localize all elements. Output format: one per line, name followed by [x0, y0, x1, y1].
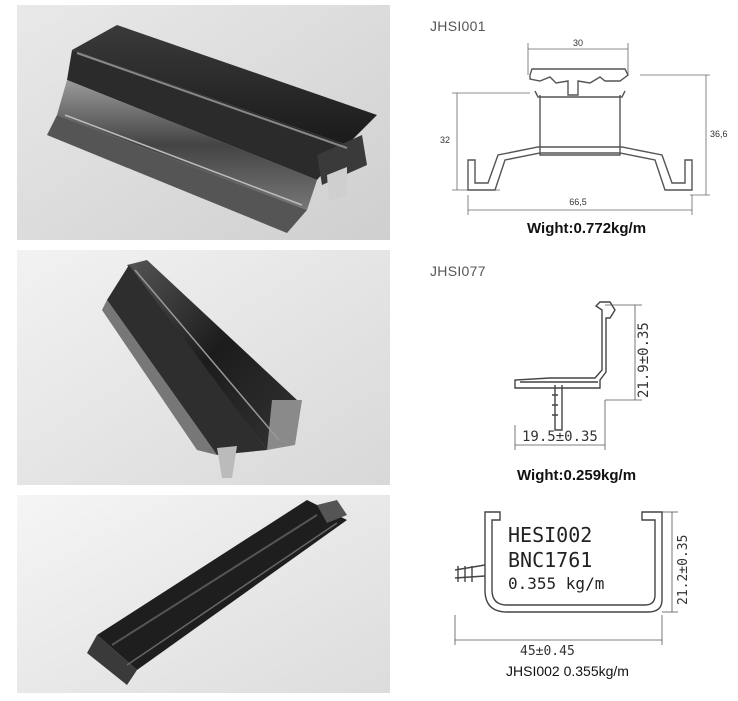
- dim-right: 36,6: [710, 129, 728, 139]
- profile-drawing-2: JHSI077 21.9±0.35 19.5±0.35 Wight:0.259k…: [410, 250, 730, 485]
- product-photo-3: [17, 495, 390, 693]
- profile-label-line1: HESI002: [508, 523, 592, 547]
- profile-3-svg: HESI002 BNC1761 0.355 kg/m 21.2±0.35 45±…: [454, 511, 691, 659]
- product-code-label: JHSI077: [430, 263, 486, 279]
- dim-width: 45±0.45: [520, 644, 575, 659]
- profile-label-line3: 0.355 kg/m: [508, 574, 604, 593]
- profile-label-line2: BNC1761: [508, 548, 592, 572]
- product-photo-2: [17, 250, 390, 485]
- dim-height: 21.2±0.35: [676, 535, 691, 605]
- weight-label: Wight:0.259kg/m: [517, 467, 637, 484]
- dim-left: 32: [440, 135, 450, 145]
- profile-1-svg: 30 32 36,6 66,5: [440, 38, 728, 215]
- dim-height: 21.9±0.35: [636, 322, 652, 398]
- dim-width: 19.5±0.35: [522, 429, 598, 445]
- profile-drawing-1: JHSI001 30 32 36,6 66,5 Wight:: [410, 5, 730, 240]
- dim-top: 30: [573, 38, 583, 48]
- product-photo-1: [17, 5, 390, 240]
- product-code-label: JHSI001: [430, 18, 486, 34]
- profile-2-svg: 21.9±0.35 19.5±0.35: [514, 301, 652, 450]
- profile-drawing-3: HESI002 BNC1761 0.355 kg/m 21.2±0.35 45±…: [410, 495, 730, 693]
- dim-bottom: 66,5: [569, 197, 587, 207]
- weight-label: Wight:0.772kg/m: [527, 220, 647, 237]
- weight-label: JHSI002 0.355kg/m: [506, 663, 629, 679]
